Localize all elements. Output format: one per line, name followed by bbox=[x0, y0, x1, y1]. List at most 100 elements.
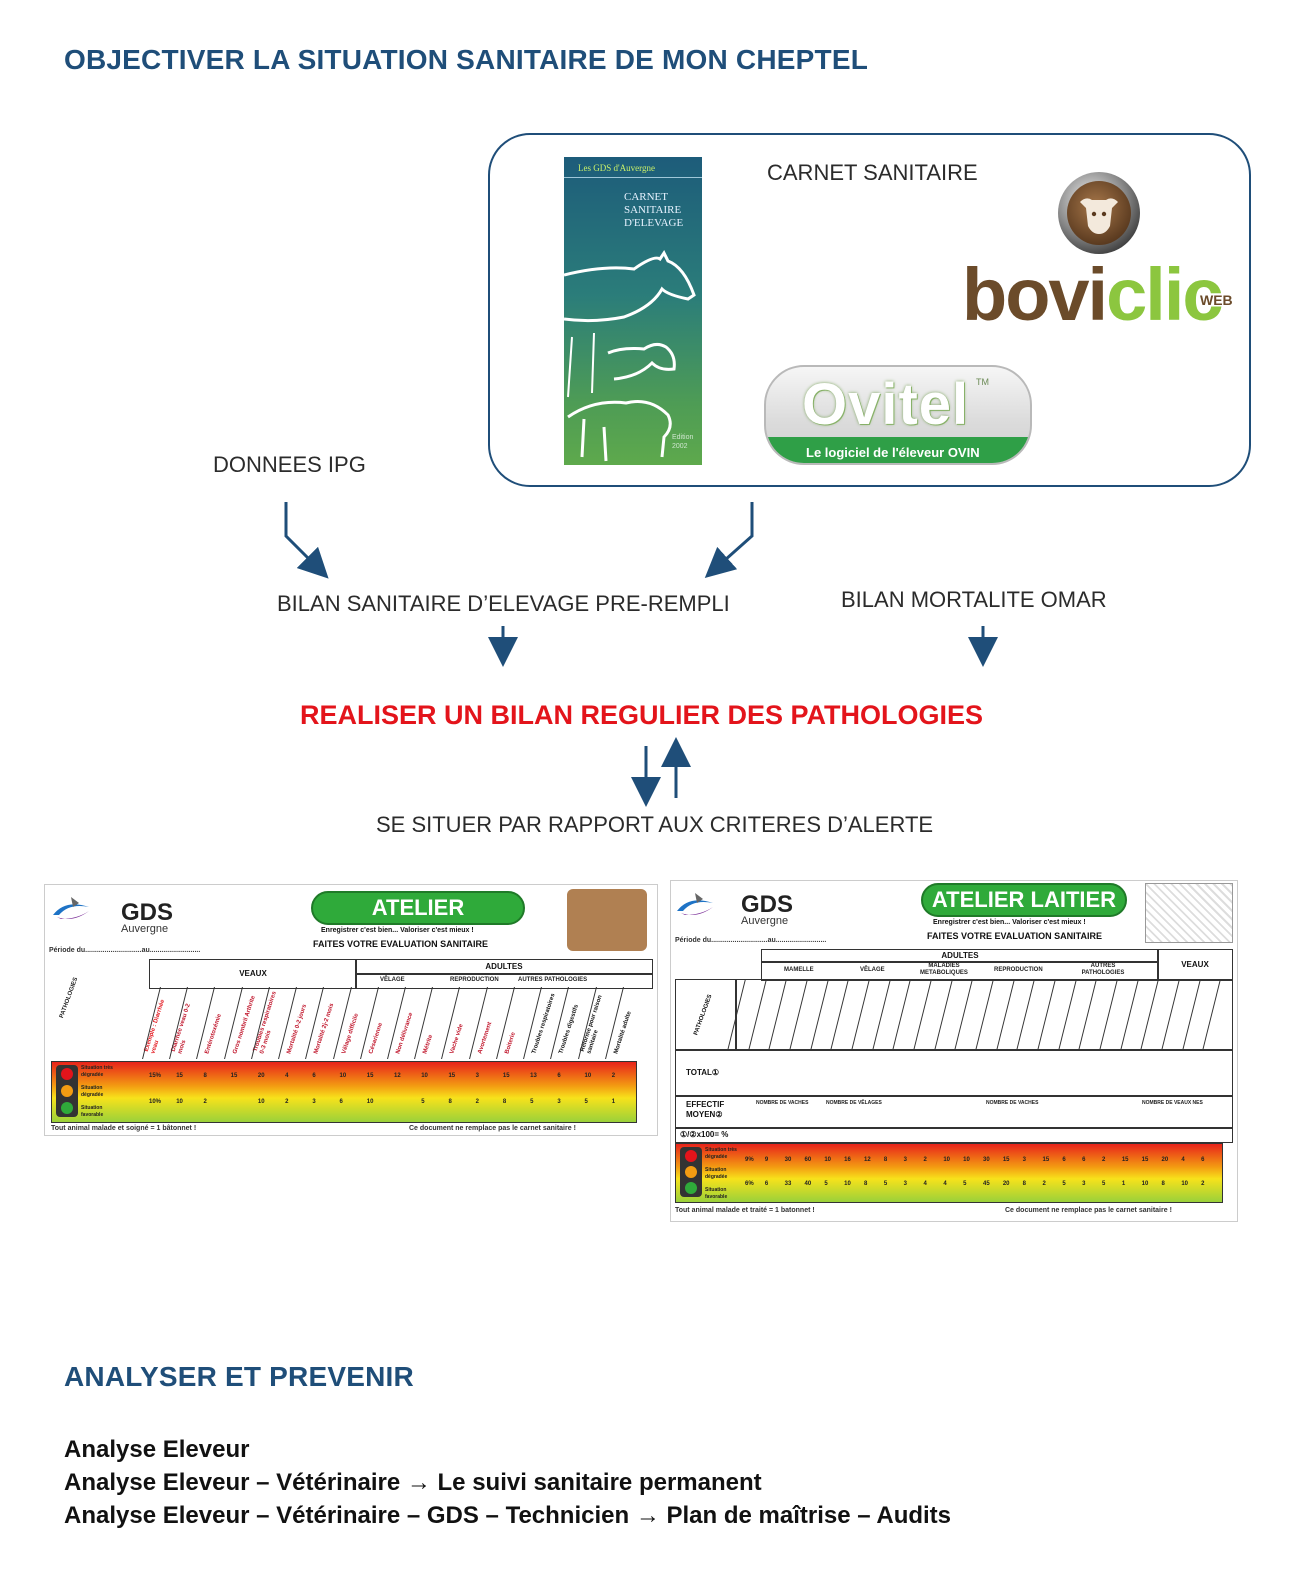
allaitant-footer-left: Tout animal malade et soigné = 1 bâtonne… bbox=[51, 1125, 197, 1132]
laitier-column-divider bbox=[871, 980, 891, 1050]
laitier-good-value: 4 bbox=[943, 1181, 947, 1187]
allaitant-alert-value: 3 bbox=[475, 1073, 479, 1079]
laitier-alert-value: 15 bbox=[1002, 1157, 1010, 1163]
laitier-legend: Situation très dégradée Situation dégrad… bbox=[705, 1147, 737, 1200]
laitier-group-adultes: ADULTES bbox=[761, 949, 1159, 963]
carnet-brand: Les GDS d'Auvergne bbox=[578, 163, 655, 173]
allaitant-alert-value: 15 bbox=[448, 1073, 456, 1079]
laitier-column-divider bbox=[747, 980, 767, 1050]
allaitant-good-value: 6 bbox=[339, 1099, 343, 1105]
allaitant-alert-value: 12 bbox=[394, 1073, 401, 1079]
laitier-good-value: 45 bbox=[983, 1181, 990, 1187]
laitier-good-value: 40 bbox=[804, 1181, 812, 1187]
laitier-alert-value: 6 bbox=[1201, 1157, 1205, 1163]
boviclic-logo: boviclic bbox=[962, 253, 1224, 336]
laitier-alert-value: 15 bbox=[1042, 1157, 1050, 1163]
laitier-column-divider bbox=[1057, 980, 1077, 1050]
analyse-line-3: Analyse Eleveur – Vétérinaire – GDS – Te… bbox=[64, 1502, 952, 1529]
allaitant-alert-value: 20 bbox=[257, 1073, 265, 1079]
laitier-alert-value: 15 bbox=[1141, 1157, 1149, 1163]
allaitant-good-value: 2 bbox=[475, 1099, 479, 1105]
laitier-effectif-row: EFFECTIF MOYEN② NOMBRE DE VACHES NOMBRE … bbox=[675, 1095, 1233, 1129]
laitier-column-divider bbox=[768, 980, 788, 1050]
tools-frame bbox=[488, 133, 1251, 487]
allaitant-alert-value: 15 bbox=[176, 1073, 183, 1079]
laitier-footer-left: Tout animal malade et traité = 1 batonne… bbox=[675, 1207, 815, 1214]
laitier-good-value: 10 bbox=[1141, 1181, 1149, 1187]
allaitant-good-value: 10 bbox=[176, 1099, 183, 1105]
laitier-column-divider bbox=[789, 980, 808, 1050]
laitier-good-value: 5 bbox=[963, 1181, 967, 1187]
laitier-total-row: TOTAL① bbox=[675, 1049, 1233, 1097]
laitier-alert-value: 6 bbox=[1062, 1157, 1066, 1163]
gds-logo: GDS bbox=[121, 899, 174, 926]
gds-swoosh-icon bbox=[677, 893, 713, 915]
traffic-light-icon bbox=[680, 1147, 702, 1197]
allaitant-legend: Situation très dégradée Situation dégrad… bbox=[81, 1065, 113, 1118]
allaitant-good-value: 1 bbox=[611, 1099, 616, 1105]
boviclic-web-suffix: WEB bbox=[1200, 292, 1233, 308]
laitier-column-divider bbox=[1202, 980, 1222, 1050]
laitier-periode: Période du.............................a… bbox=[675, 937, 827, 944]
laitier-good-value: 1 bbox=[1121, 1181, 1126, 1187]
laitier-alert-value: 10 bbox=[943, 1157, 951, 1163]
traffic-light-icon bbox=[56, 1065, 78, 1117]
laitier-column-divider bbox=[995, 980, 1015, 1050]
carnet-book-title: CARNET SANITAIRE D'ELEVAGE bbox=[624, 191, 684, 229]
allaitant-good-value: 5 bbox=[584, 1099, 588, 1105]
laitier-good-value: 10 bbox=[844, 1181, 851, 1187]
allaitant-alert-value: 8 bbox=[203, 1073, 207, 1079]
realiser-bilan-heading: REALISER UN BILAN REGULIER DES PATHOLOGI… bbox=[300, 700, 984, 730]
allaitant-subtitle: Enregistrer c'est bien... Valoriser c'es… bbox=[321, 927, 474, 934]
laitier-column-divider bbox=[892, 980, 912, 1050]
laitier-alert-value: 6 bbox=[1082, 1157, 1086, 1163]
analyse-line-1: Analyse Eleveur bbox=[64, 1436, 250, 1463]
laitier-subtitle: Enregistrer c'est bien... Valoriser c'es… bbox=[933, 919, 1086, 926]
allaitant-cta: FAITES VOTRE EVALUATION SANITAIRE bbox=[313, 939, 489, 949]
gds-logo: GDS bbox=[741, 891, 794, 918]
bilan-sanitaire-label: BILAN SANITAIRE D’ELEVAGE PRE-REMPLI bbox=[277, 591, 730, 616]
laitier-alert-value: 2 bbox=[923, 1157, 927, 1163]
laitier-good-value: 8 bbox=[1161, 1181, 1165, 1187]
laitier-good-value: 3 bbox=[903, 1181, 907, 1187]
laitier-alert-value: 4 bbox=[1181, 1157, 1185, 1163]
boviclic-cow-icon bbox=[1058, 172, 1140, 254]
allaitant-good-value: 5 bbox=[530, 1099, 534, 1105]
laitier-alert-value: 30 bbox=[983, 1157, 990, 1163]
laitier-good-value: 3 bbox=[1082, 1181, 1086, 1187]
laitier-column-divider bbox=[1037, 980, 1056, 1050]
allaitant-alert-scale bbox=[51, 1061, 637, 1123]
allaitant-row-label: PATHOLOGIES bbox=[59, 976, 80, 1020]
allaitant-good-value: 5 bbox=[421, 1099, 425, 1105]
atelier-allaitant-title: ATELIER ALLAITANT bbox=[311, 891, 525, 950]
allaitant-good-value: 2 bbox=[285, 1099, 289, 1105]
laitier-alert-value: 16 bbox=[844, 1157, 851, 1163]
allaitant-good-value: 2 bbox=[203, 1099, 207, 1105]
laitier-good-value: 8 bbox=[864, 1181, 868, 1187]
laitier-adult-subgroups: MAMELLE VÊLAGE MALADIES METABOLIQUES REP… bbox=[761, 961, 1159, 981]
laitier-cta: FAITES VOTRE EVALUATION SANITAIRE bbox=[927, 931, 1103, 941]
allaitant-alert-value: 13 bbox=[530, 1073, 537, 1079]
laitier-alert-scale bbox=[675, 1143, 1223, 1203]
laitier-alert-value: 3 bbox=[903, 1157, 907, 1163]
section-title-analyser: ANALYSER ET PREVENIR bbox=[64, 1361, 414, 1392]
arrow-ipg-to-bilan-icon bbox=[284, 502, 329, 579]
laitier-good-value: 2 bbox=[1201, 1181, 1205, 1187]
laitier-good-value: 33 bbox=[784, 1181, 792, 1187]
laitier-good-value: 5 bbox=[1062, 1181, 1066, 1187]
allaitant-alert-value: 10 bbox=[421, 1073, 428, 1079]
bilan-mortalite-label: BILAN MORTALITE OMAR bbox=[841, 587, 1107, 612]
laitier-good-value: 20 bbox=[1002, 1181, 1010, 1187]
gds-swoosh-icon bbox=[53, 897, 89, 919]
laitier-alert-value: 10 bbox=[963, 1157, 970, 1163]
laitier-column-divider bbox=[1119, 980, 1139, 1050]
allaitant-good-value: 10 bbox=[366, 1099, 374, 1105]
laitier-good-value: 2 bbox=[1042, 1181, 1046, 1187]
atelier-allaitant-sheet: GDS Auvergne ATELIER ALLAITANT Enregistr… bbox=[44, 884, 658, 1136]
laitier-column-divider bbox=[809, 980, 829, 1050]
flow-arrows bbox=[284, 502, 998, 807]
laitier-alert-value: 15 bbox=[1121, 1157, 1129, 1163]
allaitant-group-adultes: ADULTES bbox=[355, 959, 653, 975]
laitier-alert-value: 9% bbox=[745, 1157, 754, 1163]
